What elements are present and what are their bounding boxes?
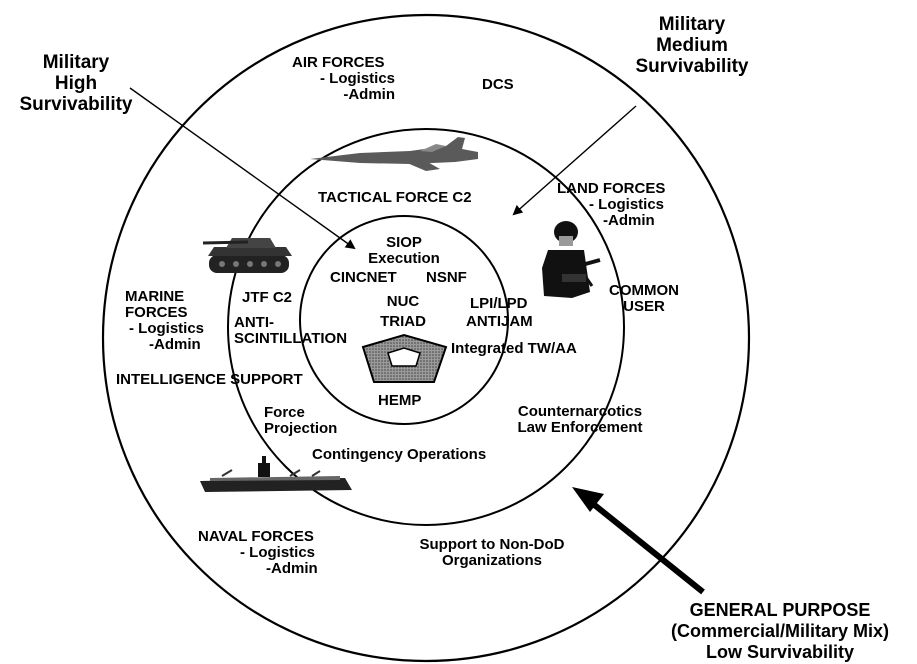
callout-line: High bbox=[54, 73, 98, 94]
label-line: Organizations bbox=[441, 552, 542, 569]
label-line: AIR FORCES bbox=[292, 54, 385, 71]
label-line: SCINTILLATION bbox=[234, 330, 348, 347]
label-line: Law Enforcement bbox=[517, 419, 643, 436]
general-purpose-arrow bbox=[572, 487, 705, 595]
contingency-operations-label: Contingency Operations bbox=[312, 446, 487, 463]
label-line: Execution bbox=[368, 250, 440, 267]
label-line: USER bbox=[623, 298, 665, 315]
inner-ring bbox=[299, 215, 509, 425]
marine-forces-label: MARINE FORCES - Logistics -Admin bbox=[125, 289, 204, 353]
label-line: MARINE bbox=[125, 288, 185, 305]
label-line: TRIAD bbox=[380, 313, 426, 330]
land-forces-label: LAND FORCES - Logistics -Admin bbox=[557, 181, 665, 229]
label-line: - Logistics bbox=[320, 70, 396, 87]
nuc-triad-label: NUC TRIAD bbox=[370, 294, 436, 330]
high-survivability-callout: Military High Survivability bbox=[0, 52, 152, 115]
dcs-label: DCS bbox=[482, 76, 514, 93]
callout-line: (Commercial/Military Mix) bbox=[670, 621, 890, 641]
force-projection-label: Force Projection bbox=[264, 405, 337, 437]
label-line: -Admin bbox=[603, 212, 655, 229]
label-line: NUC bbox=[386, 293, 420, 310]
label-line: -Admin bbox=[343, 86, 396, 103]
soldier-icon bbox=[542, 221, 601, 298]
middle-ring bbox=[227, 128, 625, 526]
callout-line: Medium bbox=[656, 35, 728, 56]
callout-line: GENERAL PURPOSE bbox=[689, 600, 871, 620]
integrated-tw-aa-label: Integrated TW/AA bbox=[451, 340, 577, 357]
intelligence-support-label: INTELLIGENCE SUPPORT bbox=[116, 371, 303, 388]
support-non-dod-label: Support to Non-DoD Organizations bbox=[396, 537, 588, 569]
label-line: COMMON bbox=[609, 282, 679, 299]
tank-icon bbox=[202, 238, 292, 273]
common-user-label: COMMON USER bbox=[598, 283, 690, 315]
label-line: NAVAL FORCES bbox=[198, 528, 314, 545]
label-line: Counternarcotics bbox=[517, 403, 643, 420]
medium-survivability-callout: Military Medium Survivability bbox=[604, 14, 780, 77]
lpi-lpd-label: LPI/LPD bbox=[470, 295, 528, 312]
label-line: - Logistics bbox=[129, 320, 205, 337]
callout-line: Military bbox=[658, 14, 726, 35]
siop-execution-label: SIOP Execution bbox=[362, 235, 446, 267]
high-survivability-arrow bbox=[129, 87, 356, 250]
callout-line: Low Survivability bbox=[705, 642, 855, 662]
label-line: LAND FORCES bbox=[557, 180, 666, 197]
naval-forces-label: NAVAL FORCES - Logistics -Admin bbox=[198, 529, 318, 577]
label-line: - Logistics bbox=[589, 196, 665, 213]
label-line: FORCES bbox=[125, 304, 188, 321]
label-line: Support to Non-DoD bbox=[419, 536, 565, 553]
pentagon-icon bbox=[361, 333, 448, 383]
air-forces-label: AIR FORCES - Logistics -Admin bbox=[292, 55, 395, 103]
medium-survivability-arrow bbox=[512, 105, 637, 216]
label-line: -Admin bbox=[266, 560, 318, 577]
counternarcotics-label: Counternarcotics Law Enforcement bbox=[500, 404, 660, 436]
callout-line: Survivability bbox=[635, 56, 749, 77]
antijam-label: ANTIJAM bbox=[466, 313, 533, 330]
tactical-force-c2-label: TACTICAL FORCE C2 bbox=[318, 189, 472, 206]
label-line: Projection bbox=[264, 420, 338, 437]
general-purpose-callout: GENERAL PURPOSE (Commercial/Military Mix… bbox=[645, 600, 915, 663]
label-line: SIOP bbox=[386, 234, 422, 251]
anti-scintillation-label: ANTI- SCINTILLATION bbox=[234, 315, 347, 347]
callout-line: Military bbox=[42, 52, 110, 73]
label-line: Force bbox=[264, 404, 305, 421]
outer-ring bbox=[101, 13, 751, 663]
label-line: - Logistics bbox=[240, 544, 316, 561]
aircraft-carrier-icon bbox=[200, 456, 352, 492]
label-line: -Admin bbox=[149, 336, 201, 353]
label-line: ANTI- bbox=[234, 314, 274, 331]
callout-line: Survivability bbox=[19, 94, 133, 115]
nsnf-label: NSNF bbox=[426, 269, 467, 286]
jet-aircraft-icon bbox=[310, 137, 478, 171]
cincnet-label: CINCNET bbox=[330, 269, 397, 286]
jtf-c2-label: JTF C2 bbox=[242, 289, 293, 306]
hemp-label: HEMP bbox=[378, 392, 422, 409]
